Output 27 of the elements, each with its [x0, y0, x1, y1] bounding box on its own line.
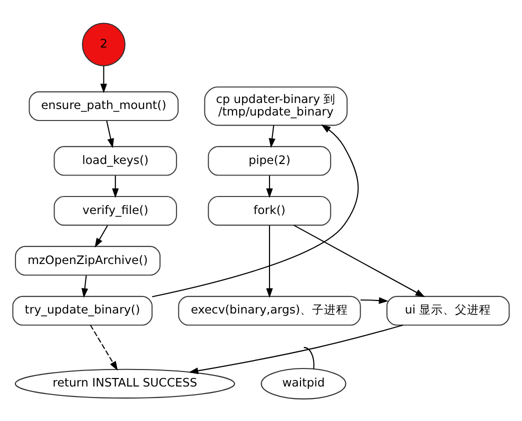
node-box: fork() [208, 195, 332, 226]
arrow [90, 324, 118, 370]
arrow [100, 66, 108, 93]
node-box: cp updater-binary 到 /tmp/update_binary [204, 86, 348, 126]
node-box: ui 显示、父进程 [386, 295, 510, 326]
node-box: try_update_binary() [12, 295, 153, 326]
arrow [94, 224, 108, 248]
node-ellipse: waitpid [260, 368, 346, 399]
node-box: load_keys() [54, 146, 178, 176]
arrow [294, 224, 426, 297]
arrow [266, 175, 273, 198]
node-box: verify_file() [54, 195, 178, 226]
arrow [152, 124, 359, 297]
node-box: ensure_path_mount() [28, 90, 179, 121]
arrow [360, 296, 388, 304]
node-box: execv(binary,args)、子进程 [178, 295, 361, 326]
arrow [188, 324, 404, 374]
node-box: mzOpenZipArchive() [14, 245, 161, 276]
node-circle: 2 [82, 22, 126, 66]
node-box: pipe(2) [208, 146, 332, 176]
arrow [81, 274, 88, 298]
node-ellipse: return INSTALL SUCCESS [14, 368, 236, 398]
arrow [268, 124, 276, 148]
arrow [106, 120, 114, 148]
arrow [112, 175, 119, 198]
arrow [266, 225, 273, 298]
connector [304, 346, 314, 368]
